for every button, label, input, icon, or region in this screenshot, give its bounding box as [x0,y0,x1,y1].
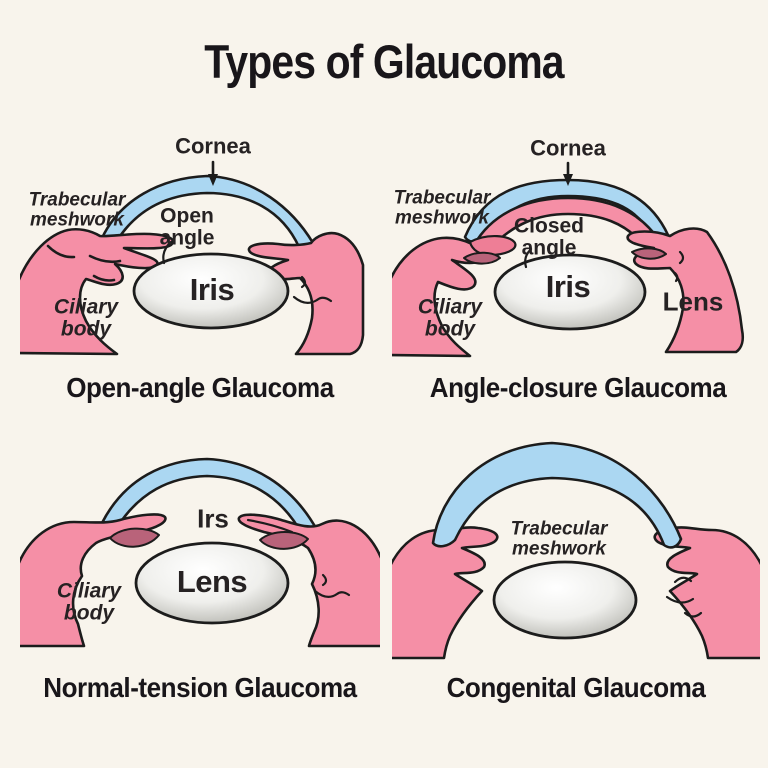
ciliary-body-right-shape [237,513,380,648]
label-iris: Iris [545,269,591,305]
sclera-squiggle [321,573,328,587]
normal-tension-drawing [20,457,380,648]
label-trabecular-meshwork: Trabecular meshwork [393,187,491,228]
iris-fold-line [246,518,294,534]
congenital-drawing [392,441,760,660]
lens-body [134,541,290,625]
closed-angle-pointer [524,247,533,269]
iris-fold-line [88,254,122,264]
sclera-squiggle [683,611,703,618]
label-lens: Lens [176,564,248,600]
caption-open-angle: Open-angle Glaucoma [66,372,334,403]
caption-normal-tension: Normal-tension Glaucoma [43,672,357,703]
sclera-squiggle [313,589,351,598]
label-lens: Lens [662,286,724,317]
cornea-arrowhead [563,174,573,186]
iris-fold-line [46,244,76,259]
label-trabecular-meshwork: Trabecular meshwork [510,518,608,559]
angle-shadow-left [109,527,160,548]
ciliary-body-left-shape [20,227,175,356]
cornea-arrowhead [208,174,218,186]
iris-fold-line [92,274,116,282]
label-cornea: Cornea [175,133,251,159]
enlarged-cornea-dome [431,441,683,549]
panel-angle-closure: Cornea Trabecular meshwork Closed angle … [392,130,764,406]
sclera-squiggle [673,576,693,584]
ciliary-body-right-shape [247,231,365,356]
ciliary-body-right-shape [626,227,745,354]
label-closed-angle: Closed angle [513,214,585,259]
closed-angle-shadow [631,247,667,260]
label-ciliary-body: Ciliary body [53,295,119,340]
normal-tension-illustration: Irs Lens Ciliary body [20,430,380,670]
sclera-squiggle [678,250,685,265]
label-open-angle: Open angle [159,204,215,249]
iris-body [493,253,647,331]
angle-closure-drawing [392,161,745,358]
lens-body [492,560,638,640]
caption-angle-closure: Angle-closure Glaucoma [429,372,727,403]
label-cornea: Cornea [530,135,606,161]
iris-curl-fold [468,235,517,257]
sclera-squiggle [292,295,333,304]
open-angle-drawing [20,160,365,356]
caption-congenital: Congenital Glaucoma [446,672,706,703]
angle-closure-illustration: Cornea Trabecular meshwork Closed angle … [392,130,764,370]
panel-normal-tension: Irs Lens Ciliary body Normal-tension Gla… [20,430,380,706]
sclera-squiggle [300,275,307,289]
label-ciliary-body: Ciliary body [417,295,483,340]
label-iris: Irs [197,503,229,534]
label-ciliary-body: Ciliary body [56,579,122,624]
open-angle-pointer [162,240,173,265]
closed-angle-shadow [463,251,501,265]
page-title: Types of Glaucoma [204,35,564,88]
label-trabecular-meshwork: Trabecular meshwork [28,189,126,230]
sclera-squiggle [673,271,679,283]
panel-congenital: Trabecular meshwork Congenital Glaucoma [392,430,760,706]
ciliary-body-right-shape [653,526,760,660]
label-iris: Iris [189,272,235,308]
sclera-squiggle [665,595,695,604]
panel-open-angle: Cornea Trabecular meshwork Open angle Ir… [20,130,380,406]
angle-shadow-right [259,531,309,550]
iris-body [132,252,290,330]
congenital-illustration: Trabecular meshwork [392,430,760,670]
open-angle-illustration: Cornea Trabecular meshwork Open angle Ir… [20,130,380,370]
